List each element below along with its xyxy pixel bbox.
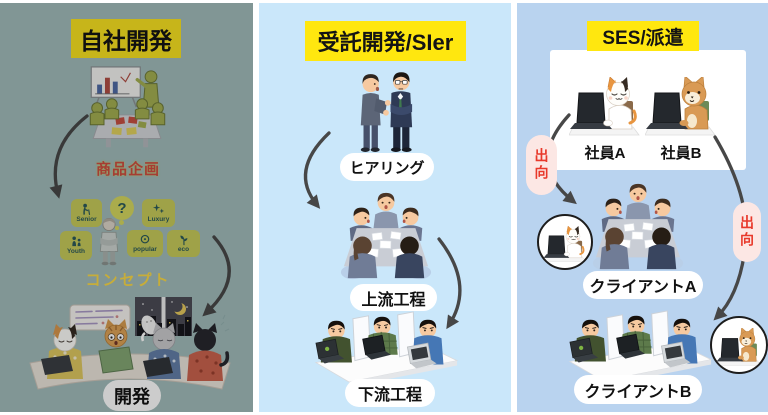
concept-label: コンセプト xyxy=(85,272,171,289)
eco-leaf-icon xyxy=(179,235,187,245)
panel-inhouse-title: 自社開発 xyxy=(71,19,181,58)
hearing-label: ヒアリング xyxy=(340,153,434,181)
cat-at-client-inset xyxy=(537,214,593,270)
panel-inhouse-dim-layer: 自社開発 商品企画 Senior Luxury xyxy=(0,3,253,412)
cd-icon xyxy=(140,234,150,244)
upstream-label: 上流工程 xyxy=(350,284,437,311)
question-bubble: ? xyxy=(110,196,134,220)
development-label: 開発 xyxy=(103,380,161,411)
badge-luxury-label: Luxury xyxy=(147,215,170,223)
cat-laptop-icon xyxy=(543,226,587,264)
thought-dot xyxy=(115,226,119,230)
badge-youth-label: Youth xyxy=(67,248,85,256)
badge-eco: eco xyxy=(167,230,200,257)
curved-arrow-upstream-to-downstream xyxy=(437,237,462,330)
product-planning-label: 商品企画 xyxy=(95,161,160,178)
dog-laptop-icon xyxy=(716,328,762,368)
badge-popular: popular xyxy=(127,230,163,257)
badge-youth: Youth xyxy=(60,231,92,260)
client-a-label: クライアントA xyxy=(583,271,703,299)
badge-senior: Senior xyxy=(71,199,102,227)
dog-at-client-inset xyxy=(710,316,768,374)
curved-arrow-concept-to-dev xyxy=(202,235,231,317)
panel-ses-title: SES/派遣 xyxy=(587,21,699,51)
client-b-workers-illustration xyxy=(568,305,714,385)
thought-dot xyxy=(119,220,124,225)
client-a-meeting-illustration xyxy=(589,175,687,278)
panel-contract-title: 受託開発/SIer xyxy=(305,21,466,61)
secondment-badge-left: 出向 xyxy=(526,135,557,195)
badge-luxury: Luxury xyxy=(142,199,175,227)
luxury-sparkle-icon xyxy=(152,203,165,213)
employee-b-label: 社員B xyxy=(660,145,702,162)
badge-eco-label: eco xyxy=(177,245,190,253)
senior-icon xyxy=(83,203,91,215)
panel-ses-dispatch: SES/派遣 社員A 社員B 出向 クライアントA 出向 クライアントB xyxy=(517,3,768,412)
curved-arrow-hearing-to-upstream xyxy=(303,131,331,209)
employee-a-label: 社員A xyxy=(584,145,626,162)
badge-popular-label: popular xyxy=(133,245,157,253)
curved-arrow-plan-to-concept xyxy=(49,114,89,199)
youth-icon xyxy=(71,236,81,247)
client-b-label: クライアントB xyxy=(574,375,702,404)
downstream-label: 下流工程 xyxy=(345,379,435,407)
badge-senior-label: Senior xyxy=(76,215,97,223)
panel-contract-dev: 受託開発/SIer ヒアリング 上流工程 下流工程 xyxy=(259,3,511,412)
secondment-badge-right: 出向 xyxy=(733,202,761,262)
panel-inhouse-dev: 自社開発 商品企画 Senior Luxury xyxy=(0,3,253,412)
